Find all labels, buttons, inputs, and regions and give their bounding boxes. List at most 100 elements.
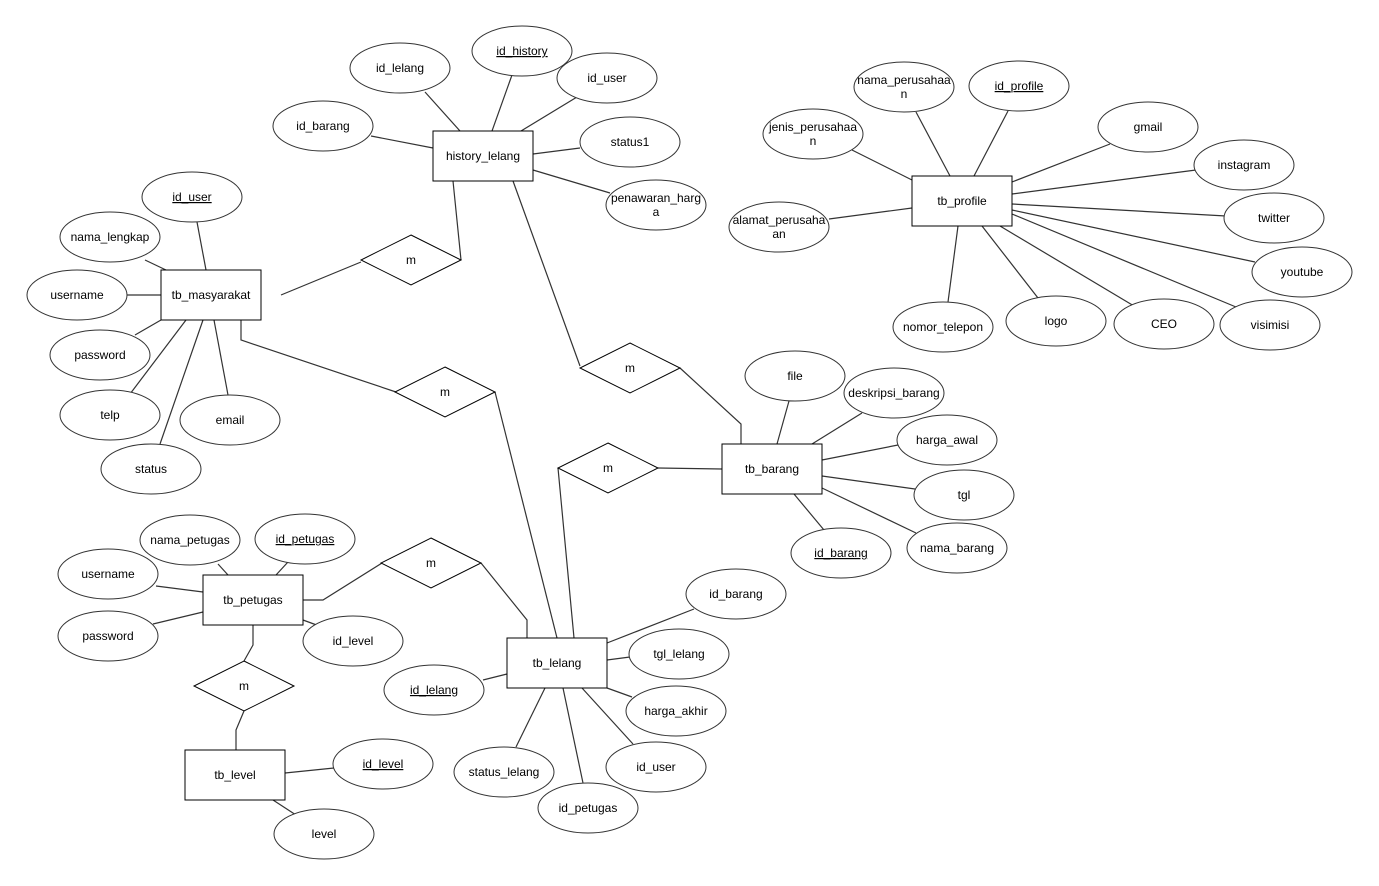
attribute-ellipse — [453, 746, 555, 798]
attribute-connector — [520, 96, 578, 132]
attribute-label: CEO — [1151, 317, 1177, 331]
attribute-id-barang[interactable]: id_barang — [272, 100, 374, 152]
attribute-connector — [275, 561, 289, 576]
attribute-penawaran-harga[interactable]: penawaran_harga — [605, 179, 707, 231]
attribute-email[interactable]: email — [179, 394, 281, 446]
attribute-label: jenis_perusahaa — [768, 120, 857, 134]
attribute-ellipse — [349, 42, 451, 94]
relationship-diamond — [556, 442, 660, 494]
entity-tb-barang[interactable]: tb_barang — [721, 443, 823, 495]
attribute-connector — [606, 656, 631, 661]
attribute-nama-barang[interactable]: nama_barang — [906, 522, 1008, 574]
attribute-level[interactable]: level — [273, 808, 375, 860]
entity-tb-level[interactable]: tb_level — [184, 749, 286, 801]
attribute-label: nama_barang — [920, 541, 994, 555]
attribute-id-lelang[interactable]: id_lelang — [383, 664, 485, 716]
attribute-gmail[interactable]: gmail — [1097, 101, 1199, 153]
relationship-label: m — [239, 679, 249, 693]
attribute-ellipse — [1219, 299, 1321, 351]
relationship-label: m — [406, 253, 416, 267]
attribute-label: username — [50, 288, 104, 302]
attribute-connector — [272, 799, 297, 816]
attribute-status[interactable]: status — [100, 443, 202, 495]
attribute-id-petugas[interactable]: id_petugas — [254, 513, 356, 565]
relationship-rel-history-barang[interactable]: m — [578, 342, 682, 394]
attribute-telp[interactable]: telp — [59, 389, 161, 441]
attribute-ellipse — [26, 269, 128, 321]
attribute-id-level[interactable]: id_level — [302, 615, 404, 667]
relationship-diamond — [192, 660, 296, 712]
entity-label: tb_lelang — [533, 656, 582, 670]
attribute-connector — [828, 207, 913, 220]
attribute-label: logo — [1045, 314, 1068, 328]
attribute-ellipse — [272, 100, 374, 152]
relationship-connector — [452, 180, 462, 261]
attribute-visimisi[interactable]: visimisi — [1219, 299, 1321, 351]
relationship-connector — [679, 367, 742, 444]
entity-tb-petugas[interactable]: tb_petugas — [202, 574, 304, 626]
attribute-username[interactable]: username — [26, 269, 128, 321]
entity-label: tb_level — [214, 768, 255, 782]
attribute-password[interactable]: password — [49, 329, 151, 381]
attribute-connector — [152, 611, 204, 625]
attribute-ellipse — [1193, 139, 1295, 191]
attribute-nomor-telepon[interactable]: nomor_telepon — [892, 301, 994, 353]
attribute-nama-petugas[interactable]: nama_petugas — [139, 514, 241, 566]
attribute-connector — [1011, 209, 1256, 263]
attribute-label: email — [216, 413, 245, 427]
attribute-nama-lengkap[interactable]: nama_lengkap — [59, 211, 161, 263]
relationship-rel-lelang-barang[interactable]: m — [556, 442, 660, 494]
attribute-id-petugas[interactable]: id_petugas — [537, 782, 639, 834]
attribute-password[interactable]: password — [57, 610, 159, 662]
attribute-status1[interactable]: status1 — [579, 116, 681, 168]
relationship-connector — [303, 562, 383, 601]
attribute-connector — [134, 319, 162, 336]
attribute-id-barang[interactable]: id_barang — [790, 527, 892, 579]
entity-box — [911, 175, 1013, 227]
attribute-id-lelang[interactable]: id_lelang — [349, 42, 451, 94]
entity-tb-masyarakat[interactable]: tb_masyarakat — [160, 269, 262, 321]
attribute-harga-awal[interactable]: harga_awal — [896, 414, 998, 466]
attribute-label: nomor_telepon — [903, 320, 983, 334]
attribute-tgl[interactable]: tgl — [913, 469, 1015, 521]
attribute-ellipse — [605, 741, 707, 793]
attribute-id-history[interactable]: id_history — [471, 25, 573, 77]
attribute-status-lelang[interactable]: status_lelang — [453, 746, 555, 798]
attribute-ellipse — [59, 211, 161, 263]
attribute-username[interactable]: username — [57, 548, 159, 600]
relationship-connector — [235, 710, 245, 750]
attribute-instagram[interactable]: instagram — [1193, 139, 1295, 191]
entity-history-lelang[interactable]: history_lelang — [432, 130, 534, 182]
attribute-id-user[interactable]: id_user — [556, 52, 658, 104]
relationship-connector — [240, 320, 397, 393]
attribute-id-barang[interactable]: id_barang — [685, 568, 787, 620]
attribute-id-level[interactable]: id_level — [332, 738, 434, 790]
attribute-deskripsi-barang[interactable]: deskripsi_barang — [843, 367, 945, 419]
attribute-file[interactable]: file — [744, 350, 846, 402]
attribute-label: n — [810, 134, 817, 148]
relationship-rel-masyarakat-lelang[interactable]: m — [393, 366, 497, 418]
entity-tb-lelang[interactable]: tb_lelang — [506, 637, 608, 689]
attribute-harga-akhir[interactable]: harga_akhir — [625, 685, 727, 737]
attribute-tgl-lelang[interactable]: tgl_lelang — [628, 628, 730, 680]
attribute-ellipse — [302, 615, 404, 667]
attribute-ellipse — [1097, 101, 1199, 153]
entity-tb-profile[interactable]: tb_profile — [911, 175, 1013, 227]
attribute-id-profile[interactable]: id_profile — [968, 60, 1070, 112]
relationship-rel-masyarakat-history[interactable]: m — [359, 234, 463, 286]
attribute-logo[interactable]: logo — [1005, 295, 1107, 347]
attribute-label: nama_petugas — [150, 533, 229, 547]
attribute-ellipse — [332, 738, 434, 790]
attribute-connector — [851, 149, 913, 181]
attribute-twitter[interactable]: twitter — [1223, 192, 1325, 244]
attribute-CEO[interactable]: CEO — [1113, 298, 1215, 350]
attribute-youtube[interactable]: youtube — [1251, 246, 1353, 298]
attribute-label: username — [81, 567, 135, 581]
relationship-rel-petugas-lelang[interactable]: m — [379, 537, 483, 589]
attribute-id-user[interactable]: id_user — [605, 741, 707, 793]
attribute-id-user[interactable]: id_user — [141, 171, 243, 223]
relationship-rel-petugas-level[interactable]: m — [192, 660, 296, 712]
